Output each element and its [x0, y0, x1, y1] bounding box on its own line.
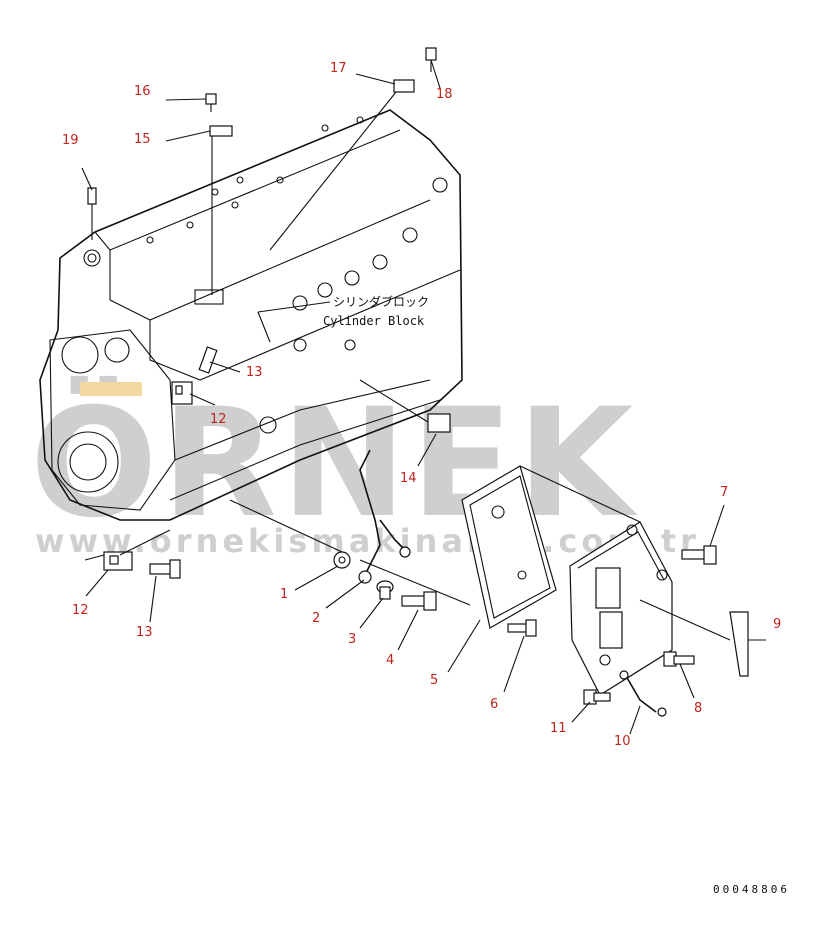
sensor-pad: [194, 289, 224, 305]
part-5-plate: [461, 465, 557, 629]
block-mid-edge: [149, 269, 461, 381]
part-11-bolt: [583, 689, 611, 705]
callout-6: 6: [490, 697, 498, 712]
callout-4: 4: [386, 653, 394, 668]
block-label: シリンダブロック Cylinder Block: [257, 294, 429, 343]
watermark-url: www.ornekismakinalari.com.tr: [35, 522, 700, 560]
cam-gear-cover: [61, 336, 99, 374]
part-13-lower-bolt: [149, 559, 181, 579]
part-2-strap: [358, 449, 411, 584]
block-label-jp: シリンダブロック: [333, 294, 429, 309]
callout-14: 14: [400, 471, 417, 486]
side-plugs: [259, 177, 448, 434]
drawing-number: 00048806: [713, 883, 790, 896]
part-15-bracket: [209, 125, 233, 295]
callout-18: 18: [436, 87, 453, 102]
part-1-washer: [333, 551, 351, 569]
pump-cover: [104, 337, 130, 363]
reference-lines: [84, 465, 641, 606]
callout-7: 7: [720, 485, 728, 500]
callout-12-lower: 12: [72, 603, 89, 618]
callout-13-lower: 13: [136, 625, 153, 640]
watermark-accent: [80, 382, 142, 396]
part-17-clip: [269, 79, 415, 251]
part-7-bolt: [681, 545, 717, 565]
part-14-sensor: [359, 379, 451, 433]
pan-rail-lower: [169, 399, 441, 501]
callout-13-upper: 13: [246, 365, 263, 380]
block-label-leader: [257, 301, 331, 313]
block-top-port-inner: [87, 253, 97, 263]
block-outline: [39, 109, 463, 521]
callout-numbers: 1 2 3 4 5 6 7 8 9 10 11 12 12 13 13 14 1…: [62, 61, 781, 749]
cylinder-block: [39, 109, 463, 521]
callout-5: 5: [430, 673, 438, 688]
part-4-bolt: [401, 591, 437, 611]
crank-pulley: [57, 431, 119, 493]
part-12-lower-sensor: [103, 551, 133, 571]
callout-16: 16: [134, 84, 151, 99]
callout-8: 8: [694, 701, 702, 716]
block-side-edge: [109, 199, 431, 321]
callout-9: 9: [773, 617, 781, 632]
block-label-en: Cylinder Block: [323, 314, 425, 328]
part-16-bolt: [205, 93, 217, 112]
part-8-bolt: [663, 651, 695, 667]
part-3-spacer: [376, 580, 394, 600]
callout-leaders: [81, 59, 766, 735]
part-13-sensor: [198, 346, 218, 374]
callout-15: 15: [134, 132, 151, 147]
timing-cover: [49, 329, 176, 511]
block-label-leader2: [257, 311, 271, 343]
callout-1: 1: [280, 587, 288, 602]
callout-3: 3: [348, 632, 356, 647]
head-bolts: [146, 116, 364, 244]
callout-2: 2: [312, 611, 320, 626]
callout-11: 11: [550, 721, 567, 736]
part-10-wire: [619, 670, 667, 717]
watermark: ÖRNEK www.ornekismakinalari.com.tr: [30, 375, 700, 560]
pan-rail: [174, 379, 431, 461]
part-9-label: [639, 599, 749, 677]
callout-10: 10: [614, 734, 631, 749]
part-12-sensor: [171, 381, 193, 405]
block-top-port: [83, 249, 101, 267]
callout-19: 19: [62, 133, 79, 148]
callout-17: 17: [330, 61, 347, 76]
part-19-sensor: [87, 187, 97, 240]
part-6-bolt: [507, 619, 537, 637]
callout-12-upper: 12: [210, 412, 227, 427]
crank-hub: [69, 443, 107, 481]
